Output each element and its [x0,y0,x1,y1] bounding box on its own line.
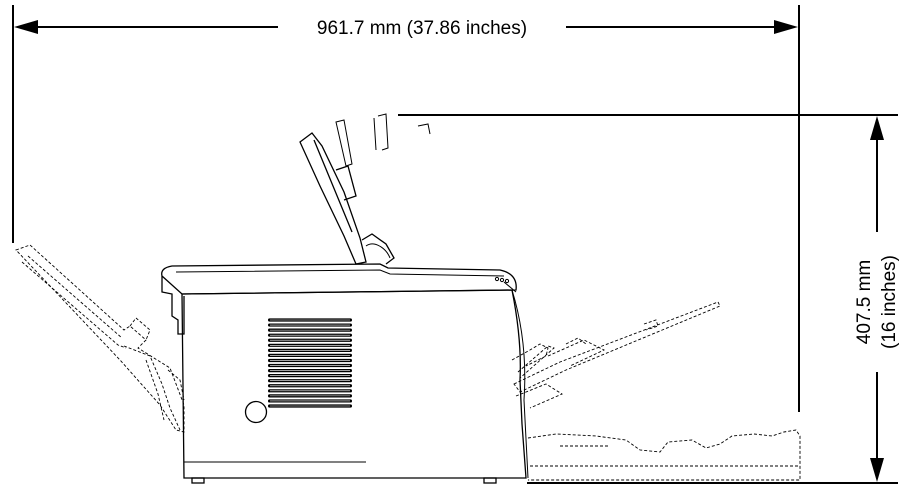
indicator-light-icon [494,276,500,282]
printer-foot [483,477,497,484]
width-arrow-left-icon [14,20,38,34]
printer-body [161,263,529,484]
height-arrow-bottom-icon [870,458,884,482]
rear-tray-open-outline [15,244,185,433]
height-arrow-top-icon [870,116,884,140]
vent-grille [268,318,352,408]
width-dimension: 961.7 mm (37.86 inches) [12,5,800,412]
printer-foot [191,477,205,484]
height-label-mm: 407.5 mm [854,260,875,344]
front-tray-extended [511,301,721,409]
width-label: 961.7 mm (37.86 inches) [317,18,527,39]
height-dimension: 407.5 mm (16 inches) [398,114,900,484]
top-cover-raised [299,132,395,265]
lower-tray-outline [527,429,801,481]
cover-motion-arcs [335,113,431,167]
power-switch-icon [244,400,268,424]
height-label-inches: (16 inches) [879,255,900,349]
width-arrow-right-icon [774,20,798,34]
indicator-light-icon [499,277,505,283]
indicator-light-icon [504,278,510,284]
